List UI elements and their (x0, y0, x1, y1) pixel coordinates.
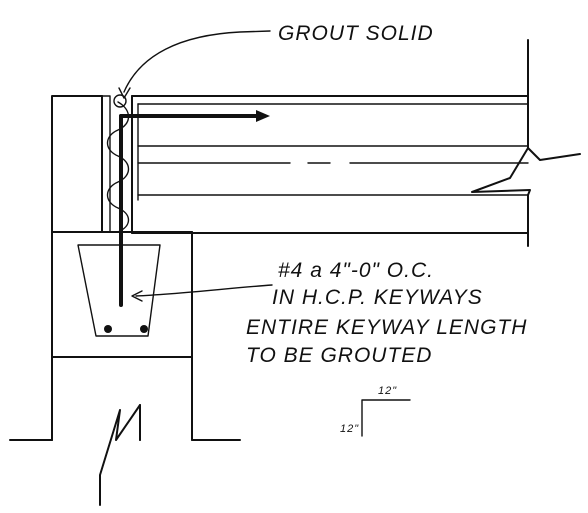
hollow-core-plank (131, 39, 529, 247)
rebar-hook-horizontal (119, 110, 270, 122)
slope-symbol: 12" 12" (340, 385, 411, 437)
upper-wall-block (51, 95, 111, 233)
slope-rise-label: 12" (340, 423, 359, 435)
lower-wall-break (9, 359, 241, 506)
grout-top-circle (113, 94, 127, 108)
grout-solid-leader (123, 30, 271, 93)
grout-solid-note: GROUT SOLID (278, 22, 434, 45)
rebar-note-line-1: #4 a 4"-0" O.C. (278, 259, 434, 282)
plank-break-line (471, 147, 581, 196)
bottom-rebar-left (104, 325, 112, 333)
bottom-rebar-right (140, 325, 148, 333)
rebar-note-line-2: IN H.C.P. KEYWAYS (272, 286, 483, 309)
rebar-note-arrowhead (131, 290, 143, 302)
grout-solid-arrowhead (118, 87, 131, 99)
rebar-note-leader (135, 284, 273, 297)
rebar-note-line-3: ENTIRE KEYWAY LENGTH (246, 316, 527, 339)
rebar-note-line-4: TO BE GROUTED (246, 344, 432, 367)
slope-run-label: 12" (378, 385, 397, 397)
